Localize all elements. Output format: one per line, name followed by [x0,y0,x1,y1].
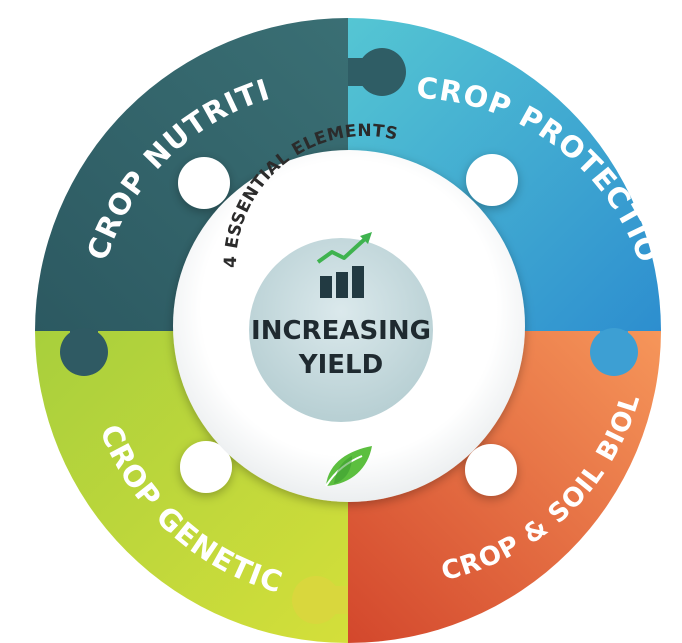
center-title-line2: YIELD [298,350,383,380]
center-title-line1: INCREASING [251,316,431,346]
puzzle-tabs [60,48,638,624]
leaf-icon [325,446,372,487]
bar-chart-trend-icon [316,232,372,298]
center-core [249,238,433,422]
